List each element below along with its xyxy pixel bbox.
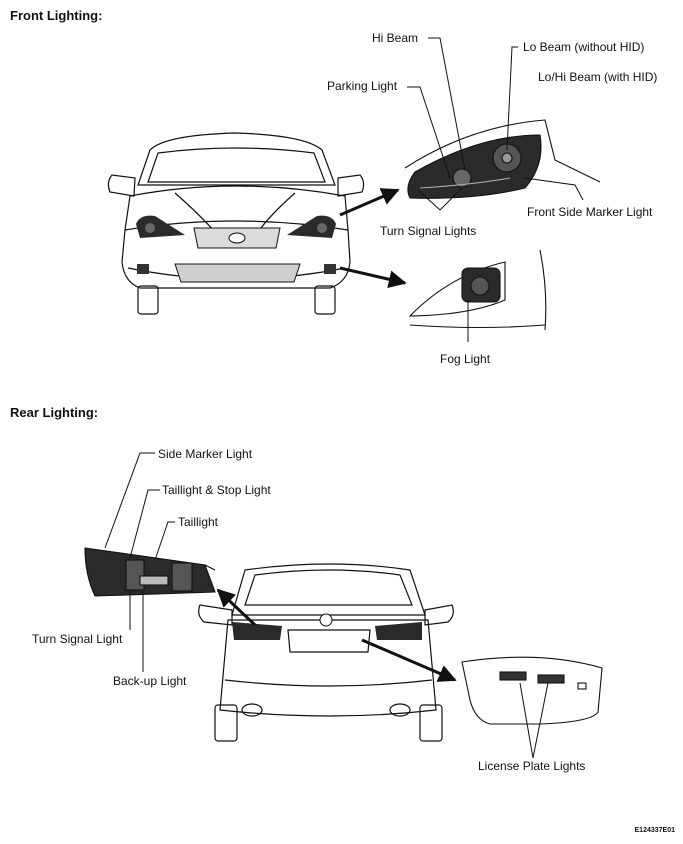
rear-lighting-title: Rear Lighting: <box>10 405 99 420</box>
label-side-marker: Side Marker Light <box>158 447 253 461</box>
label-turn-signal: Turn Signal Light <box>32 632 123 646</box>
front-car-grille <box>174 227 301 283</box>
rear-car-taillamps <box>232 622 422 640</box>
front-leader-lines <box>407 37 584 211</box>
front-lighting-title: Front Lighting: <box>10 8 103 23</box>
label-backup-light: Back-up Light <box>113 674 187 688</box>
fog-light-detail <box>408 249 547 342</box>
figure-code: E124337E01 <box>634 827 675 834</box>
label-turn-signal-lights: Turn Signal Lights <box>380 224 477 238</box>
label-front-side-marker: Front Side Marker Light <box>527 205 653 219</box>
headlamp-detail-arrow <box>339 188 400 217</box>
front-car-fog-right <box>324 264 336 274</box>
label-lo-hi-beam: Lo/Hi Beam (with HID) <box>538 70 658 84</box>
taillight-detail <box>84 547 216 597</box>
taillight-detail-arrow <box>216 588 257 627</box>
rear-leader-lines <box>104 452 549 759</box>
headlamp-detail <box>404 119 601 199</box>
label-hi-beam: Hi Beam <box>372 31 419 45</box>
front-car-fog-left <box>137 264 149 274</box>
front-car-headlamps <box>136 215 336 238</box>
rear-car-emblem <box>319 613 333 627</box>
license-detail-arrow <box>361 638 457 682</box>
license-plate-detail <box>461 656 603 725</box>
label-license-plate-lights: License Plate Lights <box>478 759 586 773</box>
label-lo-beam: Lo Beam (without HID) <box>523 40 645 54</box>
label-parking-light: Parking Light <box>327 79 398 93</box>
rear-car-illustration <box>198 563 454 742</box>
label-fog-light: Fog Light <box>440 352 491 366</box>
foglamp-detail-arrow <box>339 266 407 289</box>
label-taillight: Taillight <box>178 515 219 529</box>
label-taillight-stop: Taillight & Stop Light <box>162 483 271 497</box>
